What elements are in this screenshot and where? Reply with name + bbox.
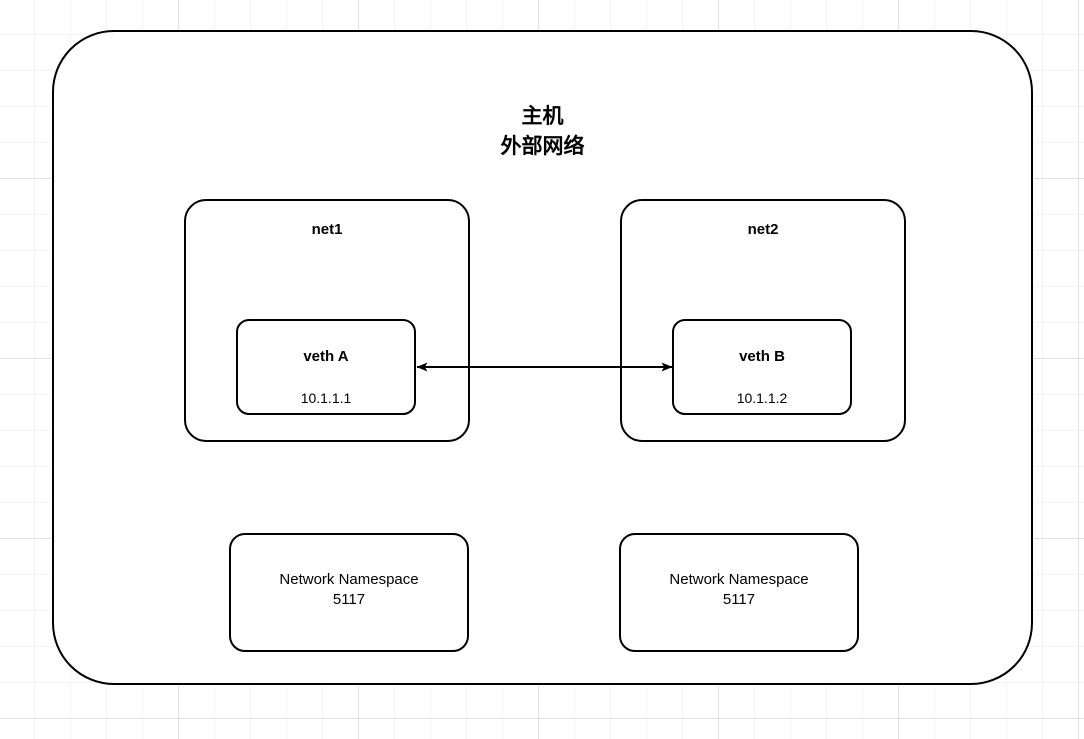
veth-ip-b: 10.1.1.2	[736, 390, 788, 406]
namespace-label-net2: Network Namespace 5117	[669, 571, 809, 609]
host-title: 主机 外部网络	[500, 105, 585, 158]
veth-label-b: veth B	[739, 348, 785, 365]
network-label-net2: net2	[747, 221, 779, 238]
namespace-box-net1	[229, 533, 469, 652]
veth-ip-a: 10.1.1.1	[300, 390, 352, 406]
veth-label-a: veth A	[303, 348, 349, 365]
veth-box-b	[672, 319, 852, 415]
network-label-net1: net1	[311, 221, 343, 238]
veth-box-a	[236, 319, 416, 415]
namespace-box-net2	[619, 533, 859, 652]
namespace-label-net1: Network Namespace 5117	[279, 571, 419, 609]
